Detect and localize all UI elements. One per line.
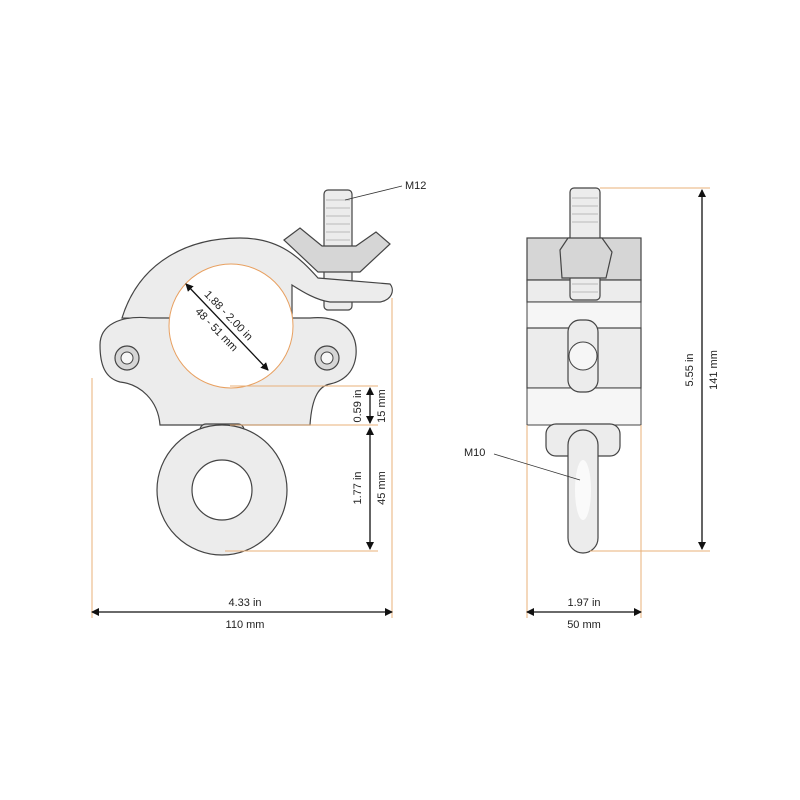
side-width-in: 1.97 in [567,597,600,609]
front-width-mm: 110 mm [226,619,265,631]
body-height-in: 0.59 in [352,389,364,422]
side-height-mm: 141 mm [708,350,720,390]
eye-height-in: 1.77 in [352,471,364,504]
front-wing-nut [283,227,391,273]
m12-label: M12 [405,180,426,192]
side-height-in: 5.55 in [684,353,696,386]
side-width-mm: 50 mm [567,619,601,631]
m10-label: M10 [464,447,485,459]
side-wing-nut [559,237,613,279]
eye-height-mm: 45 mm [376,471,388,505]
front-view-clamp [99,189,393,556]
front-width-in: 4.33 in [228,597,261,609]
body-height-mm: 15 mm [376,389,388,423]
side-dimensions: 5.55 in 141 mm 1.97 in 50 mm M10 [464,187,720,631]
side-view-clamp [526,187,642,554]
